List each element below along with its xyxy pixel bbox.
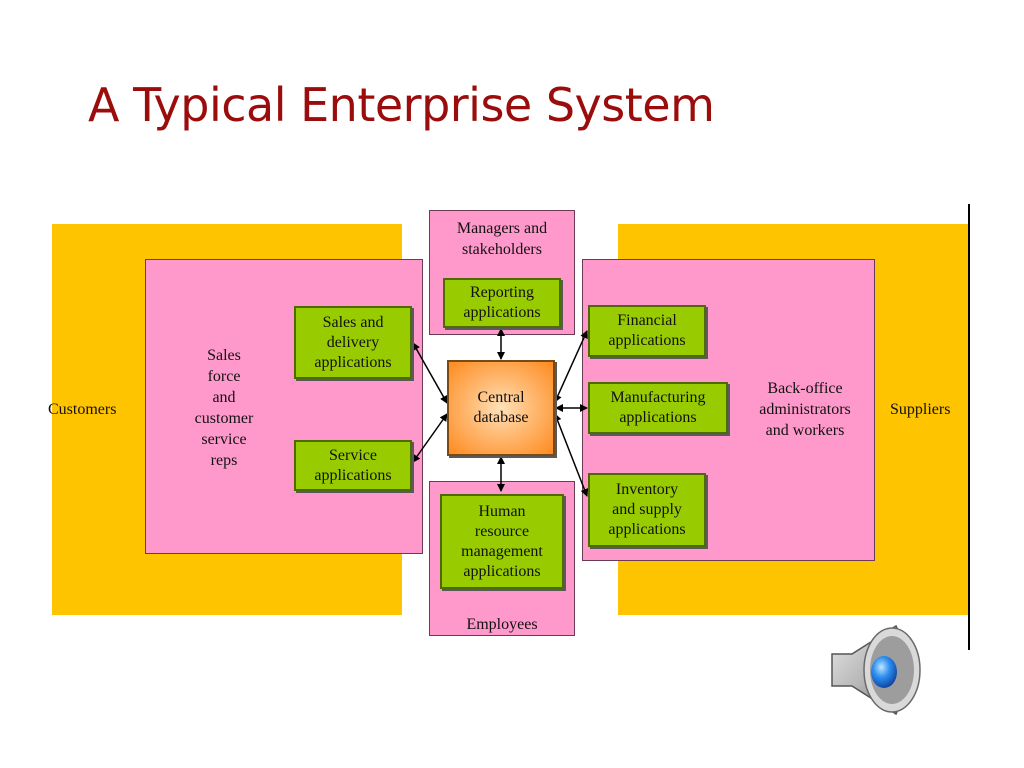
inventory-apps-label: Inventory and supply applications	[608, 481, 686, 538]
hr-apps-box: Human resource management applications	[440, 494, 564, 589]
speaker-icon[interactable]	[826, 620, 930, 720]
slide-title: A Typical Enterprise System	[88, 78, 715, 132]
inventory-apps-box: Inventory and supply applications	[588, 473, 706, 547]
financial-apps-box: Financial applications	[588, 305, 706, 357]
speaker-icon-graphic	[831, 624, 921, 716]
reporting-apps-label: Reporting applications	[463, 284, 541, 321]
service-apps-box: Service applications	[294, 440, 412, 491]
back-office-label: Back-office administrators and workers	[759, 380, 851, 439]
managers-label: Managers and stakeholders	[456, 220, 548, 258]
sales-force-label: Sales force and customer service reps	[194, 347, 254, 469]
slide-edge-line	[968, 204, 970, 650]
manufacturing-apps-label: Manufacturing applications	[610, 389, 706, 426]
employees-label: Employees	[466, 616, 538, 633]
hr-apps-label: Human resource management applications	[461, 502, 543, 580]
central-database-label: Central database	[473, 389, 529, 426]
arrow-service-db	[412, 413, 448, 463]
customers-label: Customers	[48, 401, 117, 418]
suppliers-label: Suppliers	[890, 401, 951, 418]
arrow-inventory-db	[553, 413, 589, 497]
arrow-sales-delivery-db	[412, 342, 448, 404]
financial-apps-label: Financial applications	[608, 312, 686, 349]
reporting-apps-box: Reporting applications	[443, 278, 561, 328]
sales-delivery-apps-label: Sales and delivery applications	[314, 313, 392, 371]
arrow-financial-db	[554, 330, 588, 403]
service-apps-label: Service applications	[314, 446, 392, 484]
central-database-box: Central database	[447, 360, 555, 456]
manufacturing-apps-box: Manufacturing applications	[588, 382, 728, 434]
sales-delivery-apps-box: Sales and delivery applications	[294, 306, 412, 379]
